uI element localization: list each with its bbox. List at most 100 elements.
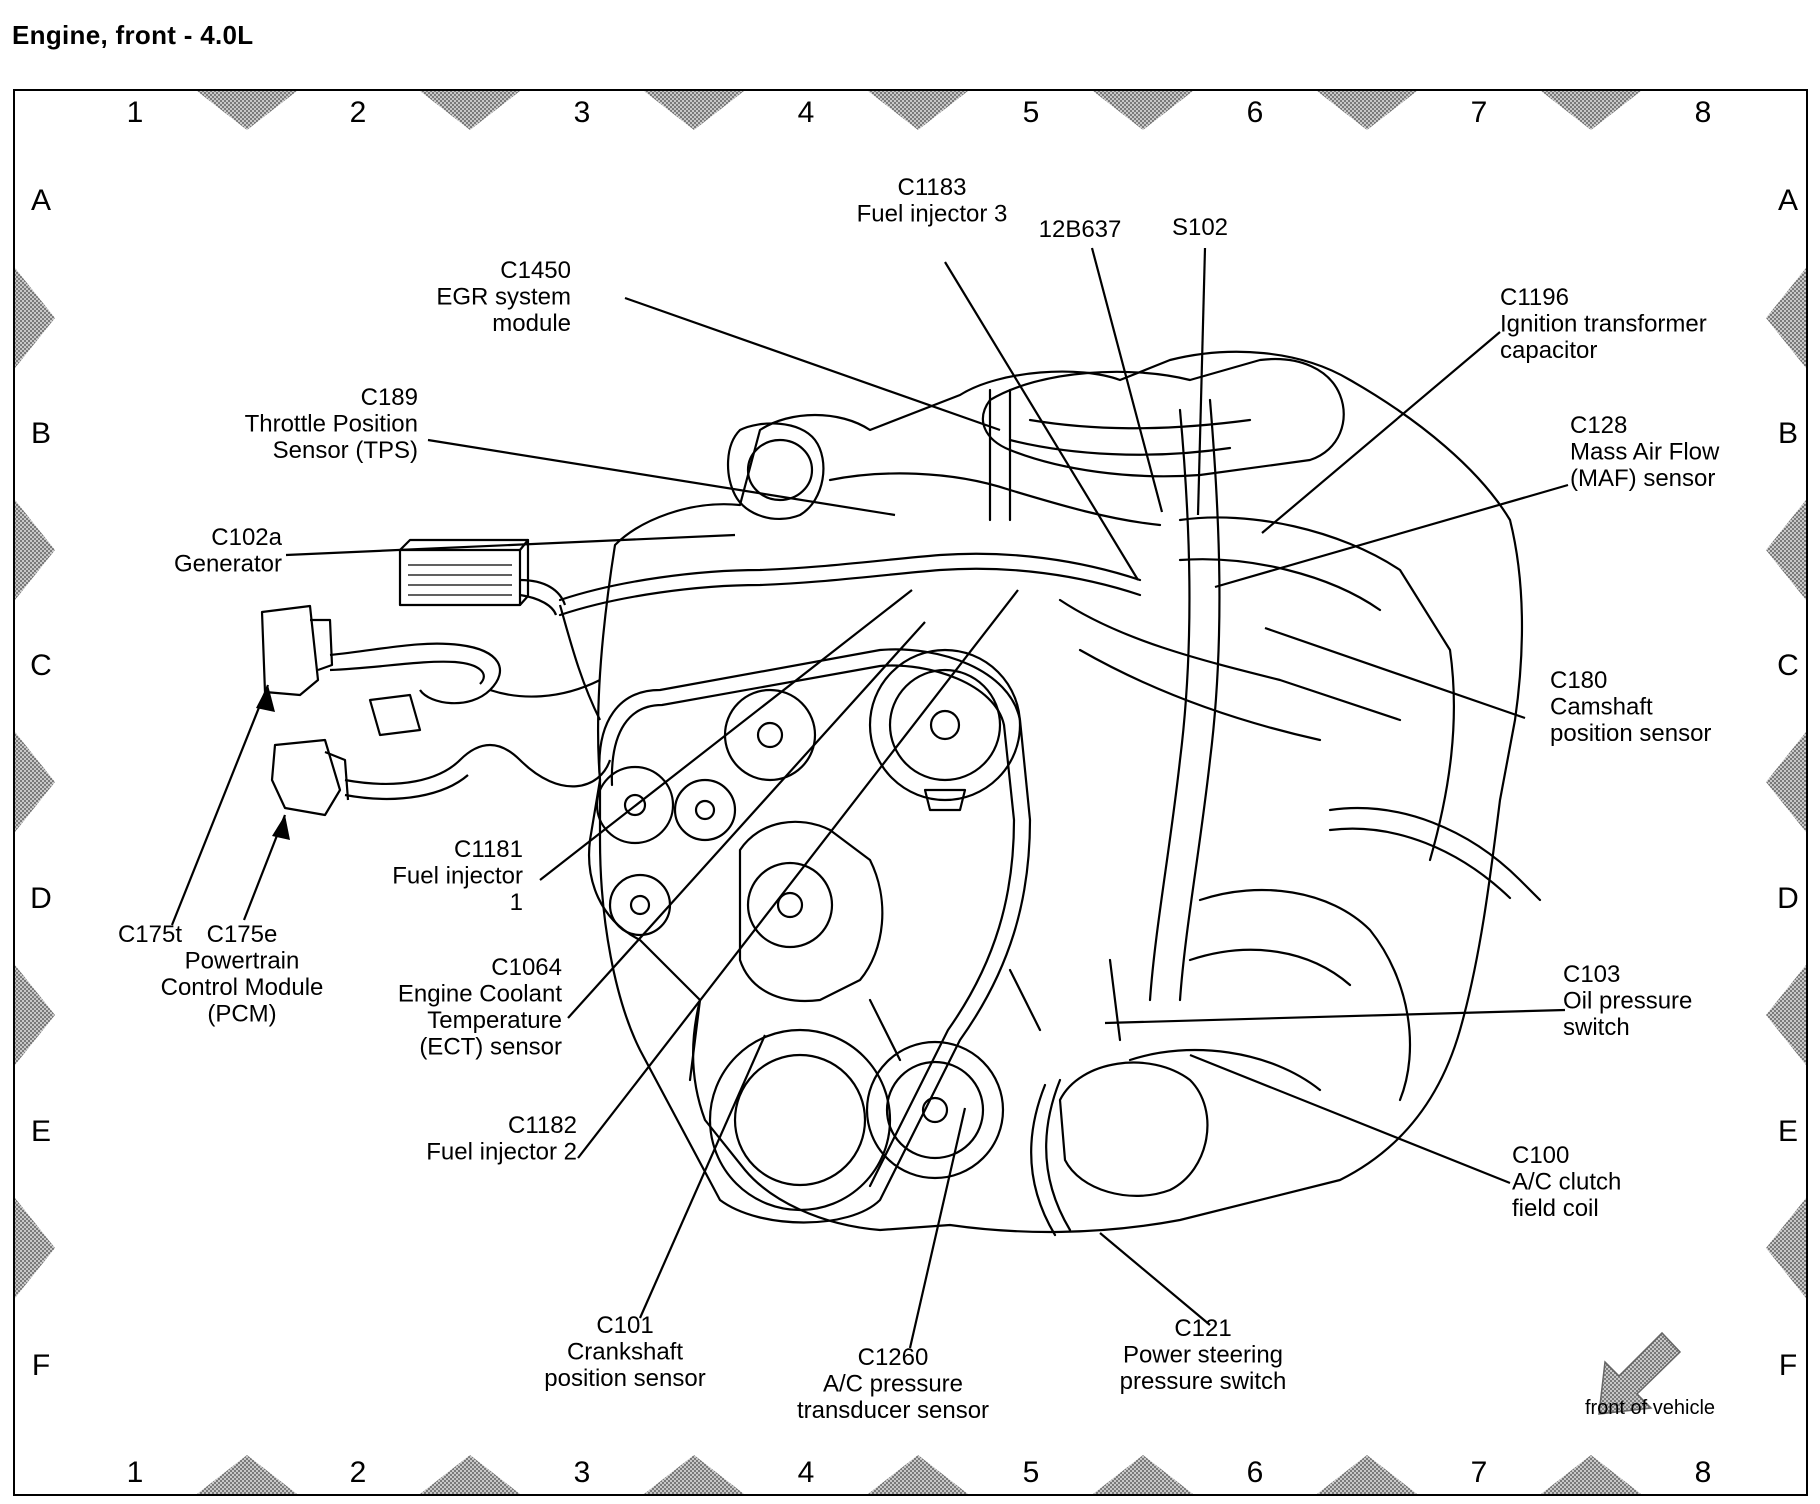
row-label-right: E bbox=[1778, 1115, 1798, 1148]
row-label-right: D bbox=[1777, 882, 1799, 915]
callout-line: Generator bbox=[174, 551, 282, 578]
callout-line: EGR system bbox=[436, 284, 571, 311]
grid-marker-right bbox=[1766, 1198, 1806, 1298]
callout-line: capacitor bbox=[1500, 337, 1597, 364]
grid-frame bbox=[13, 89, 1808, 1496]
callout-line: C1196 bbox=[1500, 284, 1569, 311]
callout-line: Sensor (TPS) bbox=[273, 437, 418, 464]
callout-line: C1450 bbox=[500, 257, 571, 284]
row-label-left: C bbox=[30, 649, 52, 682]
callout-line: A/C clutch bbox=[1512, 1169, 1621, 1196]
row-label-left: D bbox=[30, 882, 52, 915]
grid-marker-right bbox=[1766, 268, 1806, 368]
grid-marker-bottom bbox=[644, 1455, 744, 1494]
column-label-top: 3 bbox=[574, 96, 591, 129]
column-label-bottom: 5 bbox=[1023, 1456, 1040, 1489]
callout-line: C1064 bbox=[491, 954, 562, 981]
grid-marker-bottom bbox=[868, 1455, 968, 1494]
callout-line: Crankshaft bbox=[567, 1339, 683, 1366]
callout-line: C1181 bbox=[454, 836, 523, 863]
callout-line: C189 bbox=[361, 384, 418, 411]
callout-line: (PCM) bbox=[207, 1001, 276, 1028]
callout-line: S102 bbox=[1172, 214, 1228, 241]
column-label-top: 7 bbox=[1471, 96, 1488, 129]
callout-s102: S102 bbox=[1172, 214, 1228, 241]
grid-marker-left bbox=[15, 965, 55, 1065]
row-label-left: F bbox=[32, 1349, 50, 1382]
column-label-bottom: 8 bbox=[1695, 1456, 1712, 1489]
callout-line: Fuel injector 3 bbox=[857, 201, 1008, 228]
column-label-bottom: 6 bbox=[1247, 1456, 1264, 1489]
page-title: Engine, front - 4.0L bbox=[12, 20, 254, 50]
callout-line: C1182 bbox=[508, 1112, 577, 1139]
callout-line: Powertrain bbox=[185, 948, 300, 975]
row-label-right: F bbox=[1779, 1349, 1797, 1382]
callout-line: Fuel injector 2 bbox=[426, 1139, 577, 1166]
column-label-top: 4 bbox=[798, 96, 815, 129]
callout-line: Fuel injector bbox=[392, 863, 523, 890]
callout-line: Control Module bbox=[161, 974, 324, 1001]
front-of-vehicle-arrow bbox=[1598, 1331, 1682, 1415]
grid-marker-top bbox=[1317, 91, 1417, 130]
grid-marker-top bbox=[197, 91, 297, 130]
column-label-bottom: 1 bbox=[127, 1456, 144, 1489]
grid-marker-bottom bbox=[197, 1455, 297, 1494]
engine-illustration bbox=[558, 350, 1542, 1237]
grid-marker-left bbox=[15, 1198, 55, 1298]
column-label-top: 5 bbox=[1023, 96, 1040, 129]
grid-marker-right bbox=[1766, 732, 1806, 832]
callout-line: C128 bbox=[1570, 412, 1627, 439]
grid-marker-top bbox=[420, 91, 520, 130]
grid-markers bbox=[15, 91, 1806, 1494]
grid-marker-right bbox=[1766, 965, 1806, 1065]
callout-c175t: C175t bbox=[118, 921, 182, 948]
row-label-right: A bbox=[1778, 184, 1798, 217]
callout-line: Camshaft bbox=[1550, 694, 1653, 721]
callout-line: 1 bbox=[510, 889, 523, 916]
column-label-bottom: 7 bbox=[1471, 1456, 1488, 1489]
callout-line: C175e bbox=[207, 921, 278, 948]
column-label-bottom: 3 bbox=[574, 1456, 591, 1489]
grid-marker-bottom bbox=[1093, 1455, 1193, 1494]
callout-line: Mass Air Flow bbox=[1570, 439, 1720, 466]
callout-line: C121 bbox=[1174, 1315, 1231, 1342]
callout-line: pressure switch bbox=[1120, 1368, 1287, 1395]
callout-line: module bbox=[492, 310, 571, 337]
grid-marker-left bbox=[15, 268, 55, 368]
row-label-right: C bbox=[1777, 649, 1799, 682]
callout-line: (MAF) sensor bbox=[1570, 465, 1715, 492]
callout-line: position sensor bbox=[544, 1365, 705, 1392]
callout-line: A/C pressure bbox=[823, 1371, 963, 1398]
callout-line: switch bbox=[1563, 1014, 1630, 1041]
callout-line: Oil pressure bbox=[1563, 988, 1692, 1015]
callout-line: C175t bbox=[118, 921, 182, 948]
callout-line: transducer sensor bbox=[797, 1397, 989, 1424]
grid-marker-left bbox=[15, 500, 55, 600]
callout-line: Power steering bbox=[1123, 1342, 1283, 1369]
column-label-top: 6 bbox=[1247, 96, 1264, 129]
leader-arrowheads bbox=[256, 685, 290, 840]
front-of-vehicle-label: front of vehicle bbox=[1585, 1397, 1715, 1419]
row-label-left: A bbox=[31, 184, 51, 217]
grid-marker-bottom bbox=[1317, 1455, 1417, 1494]
pcm-module-illustration bbox=[260, 538, 612, 817]
callout-line: Temperature bbox=[427, 1007, 562, 1034]
callout-line: C102a bbox=[211, 524, 282, 551]
grid-marker-left bbox=[15, 732, 55, 832]
grid-marker-top bbox=[868, 91, 968, 130]
callout-line: 12B637 bbox=[1039, 216, 1122, 243]
callout-line: C103 bbox=[1563, 961, 1620, 988]
